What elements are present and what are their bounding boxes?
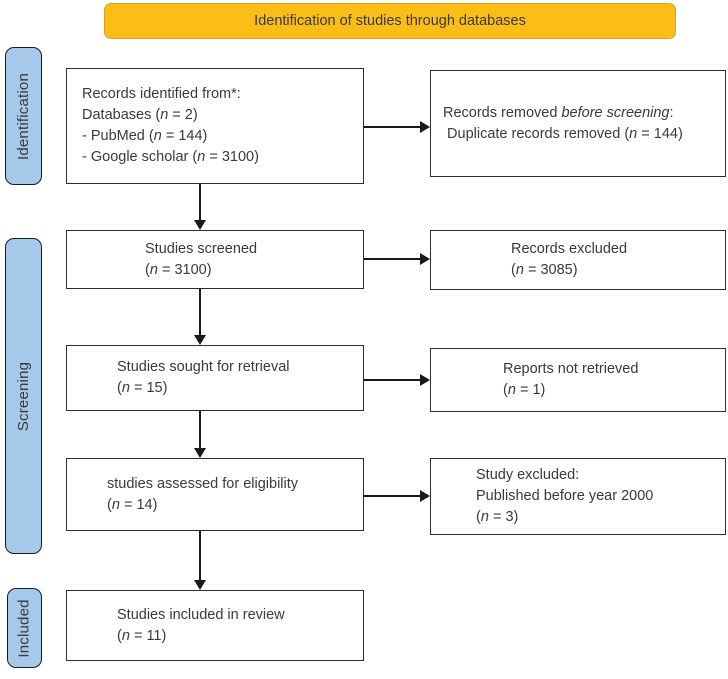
banner-label: Identification of studies through databa…	[254, 13, 526, 29]
box-study-excluded-text: Study excluded:Published before year 200…	[476, 467, 654, 525]
box-reports-not-retrieved: Reports not retrieved(n = 1)	[430, 348, 726, 412]
box-reports-not-retrieved-text: Reports not retrieved(n = 1)	[503, 361, 639, 398]
arrow-down-screened-to-sought	[199, 289, 201, 335]
stage-included-label: Included	[16, 598, 33, 658]
box-records-identified-text: Records identified from*:Databases (n = …	[82, 86, 259, 165]
arrow-down-sought-to-assessed	[199, 411, 201, 448]
box-studies-included: Studies included in review(n = 11)	[66, 590, 364, 661]
arrow-right-assessed-to-excluded	[364, 495, 420, 497]
box-studies-included-text: Studies included in review(n = 11)	[117, 606, 285, 644]
banner: Identification of studies through databa…	[104, 3, 676, 39]
arrow-right-identified-to-removed	[364, 126, 420, 128]
box-records-removed: Records removed before screening: Duplic…	[430, 70, 726, 177]
box-studies-sought: Studies sought for retrieval(n = 15)	[66, 345, 364, 411]
stage-included: Included	[7, 588, 42, 668]
box-records-identified: Records identified from*:Databases (n = …	[66, 68, 364, 184]
arrow-right-screened-to-excluded	[364, 258, 420, 260]
arrow-down-identified-to-screened	[199, 184, 201, 220]
box-records-removed-text: Records removed before screening: Duplic…	[443, 104, 683, 142]
arrow-down-assessed-to-included	[199, 531, 201, 580]
stage-screening: Screening	[5, 238, 42, 554]
box-records-excluded: Records excluded(n = 3085)	[430, 230, 726, 290]
box-study-excluded: Study excluded:Published before year 200…	[430, 458, 726, 535]
box-records-excluded-text: Records excluded(n = 3085)	[511, 241, 628, 278]
box-studies-screened-text: Studies screened(n = 3100)	[145, 240, 258, 278]
arrow-right-sought-to-not-retrieved	[364, 379, 420, 381]
stage-screening-label: Screening	[15, 361, 33, 431]
stage-identification: Identification	[5, 47, 42, 185]
box-studies-sought-text: Studies sought for retrieval(n = 15)	[117, 359, 290, 396]
stage-identification-label: Identification	[15, 72, 32, 160]
box-studies-assessed-text: studies assessed for eligibility(n = 14)	[107, 475, 299, 513]
box-studies-screened: Studies screened(n = 3100)	[66, 230, 364, 289]
box-studies-assessed: studies assessed for eligibility(n = 14)	[66, 458, 364, 531]
